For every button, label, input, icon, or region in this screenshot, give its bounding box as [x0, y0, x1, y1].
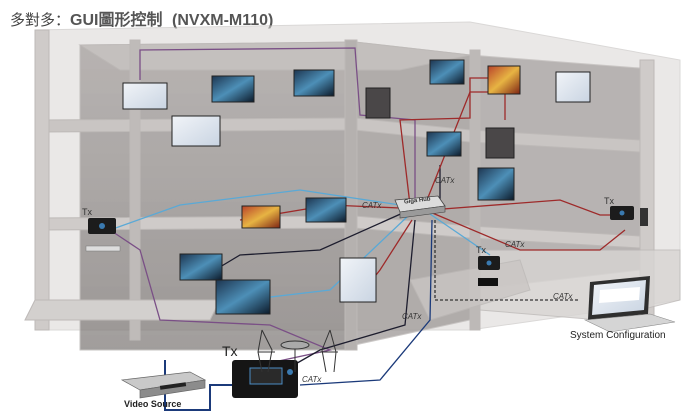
laptop: [583, 276, 676, 333]
catx-label-laptop: CATx: [553, 292, 573, 301]
giga-hub-device: [394, 195, 446, 219]
diagram-title: 多對多：GUI圖形控制 (NVXM-M110): [10, 6, 273, 30]
tx-label-main: Tx: [222, 343, 238, 359]
catx-label-right: CATx: [505, 240, 525, 249]
title-main: GUI圖形控制: [70, 12, 163, 29]
furniture: [257, 329, 338, 373]
video-source-device: [120, 371, 207, 399]
tx-label-center: Tx: [476, 245, 486, 255]
catx-label-bottom: CATx: [402, 312, 422, 321]
title-prefix: 多對多：: [10, 11, 71, 29]
title-model: (NVXM-M110): [172, 12, 274, 29]
tx-label-left: Tx: [82, 207, 92, 217]
video-source-caption: Video Source: [124, 399, 182, 409]
system-configuration-caption: System Configuration: [570, 330, 666, 341]
displays: [122, 59, 591, 315]
catx-label-source: CATx: [302, 375, 322, 384]
catx-label-hub-left: CATx: [362, 201, 382, 210]
tx-label-right: Tx: [604, 196, 614, 206]
building-structure: [24, 21, 681, 351]
tx-devices: [85, 206, 648, 398]
catx-label-hub-top: CATx: [435, 176, 455, 185]
